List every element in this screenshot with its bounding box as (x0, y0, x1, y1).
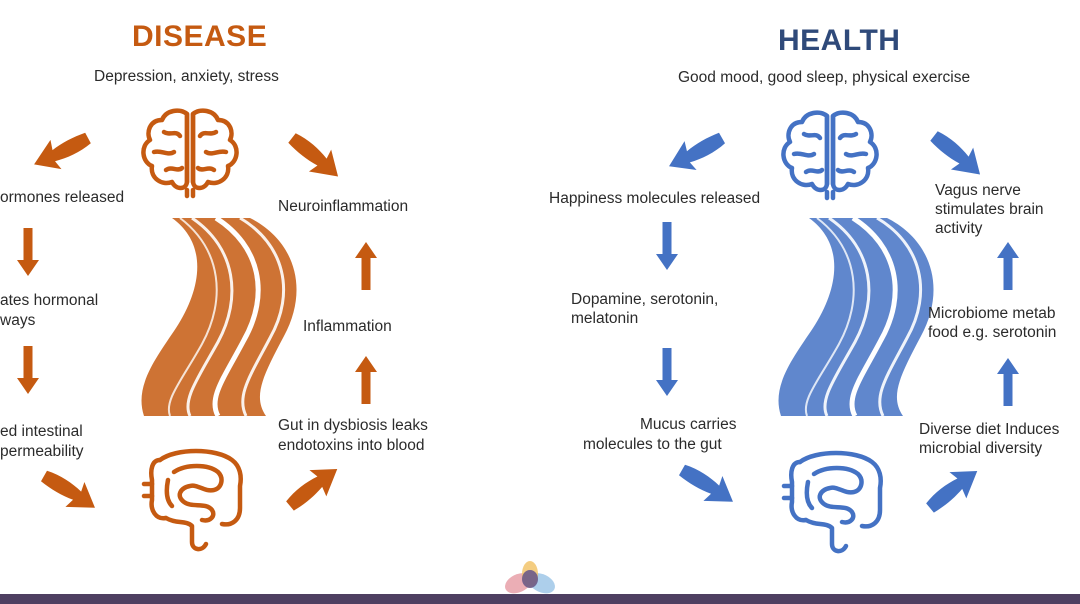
disease-title: DISEASE (132, 20, 268, 53)
label-gut-dysbiosis-2: endotoxins into blood (278, 437, 425, 454)
brain-icon (143, 111, 236, 196)
straight-arrow-icon (997, 242, 1019, 290)
road-icon (141, 215, 297, 418)
straight-arrow-icon (355, 242, 377, 290)
intestine-icon (144, 451, 241, 549)
label-vagus-3: activity (935, 220, 983, 237)
label-intestinal-permeability-2: permeability (0, 443, 84, 460)
curved-arrow-icon (27, 123, 96, 180)
label-vagus-1: Vagus nerve (935, 182, 1021, 199)
label-diverse-diet-1: Diverse diet Induces (919, 421, 1060, 438)
label-mucus-2: molecules to the gut (583, 436, 722, 453)
health-title: HEALTH (778, 24, 901, 57)
label-dopamine-1: Dopamine, serotonin, (571, 291, 719, 308)
straight-arrow-icon (17, 228, 39, 276)
brain-icon (783, 113, 876, 198)
label-hormonal-pathways-1: ates hormonal (0, 292, 99, 309)
intestine-icon (784, 453, 881, 551)
curved-arrow-icon (924, 124, 991, 186)
curved-arrow-icon (674, 457, 742, 514)
label-neuroinflammation: Neuroinflammation (278, 198, 409, 215)
label-hormonal-pathways-2: ways (0, 312, 36, 329)
curved-arrow-icon (662, 124, 730, 181)
label-intestinal-permeability-1: ed intestinal (0, 423, 83, 440)
straight-arrow-icon (355, 356, 377, 404)
label-microbiome-2: food e.g. serotonin (928, 324, 1057, 341)
health-subtitle: Good mood, good sleep, physical exercise (678, 69, 971, 86)
straight-arrow-icon (656, 348, 678, 396)
label-inflammation: Inflammation (303, 318, 392, 335)
label-happiness-molecules: Happiness molecules released (549, 190, 761, 207)
label-gut-dysbiosis-1: Gut in dysbiosis leaks (278, 417, 428, 434)
label-hormones-released: ormones released (0, 189, 125, 206)
disease-subtitle: Depression, anxiety, stress (94, 68, 279, 85)
straight-arrow-icon (656, 222, 678, 270)
road-icon (778, 215, 934, 418)
label-mucus-1: Mucus carries (640, 416, 737, 433)
curved-arrow-icon (920, 457, 987, 521)
curved-arrow-icon (280, 455, 347, 519)
disease-cycle (17, 111, 377, 549)
health-cycle (656, 113, 1019, 551)
label-microbiome-1: Microbiome metab (928, 305, 1056, 322)
straight-arrow-icon (17, 346, 39, 394)
label-diverse-diet-2: microbial diversity (919, 440, 1043, 457)
curved-arrow-icon (36, 463, 104, 520)
straight-arrow-icon (997, 358, 1019, 406)
label-dopamine-2: melatonin (571, 310, 639, 327)
footer-bar (0, 594, 1080, 604)
label-vagus-2: stimulates brain (935, 201, 1044, 218)
curved-arrow-icon (282, 126, 349, 188)
lotus-logo-icon (505, 561, 555, 594)
